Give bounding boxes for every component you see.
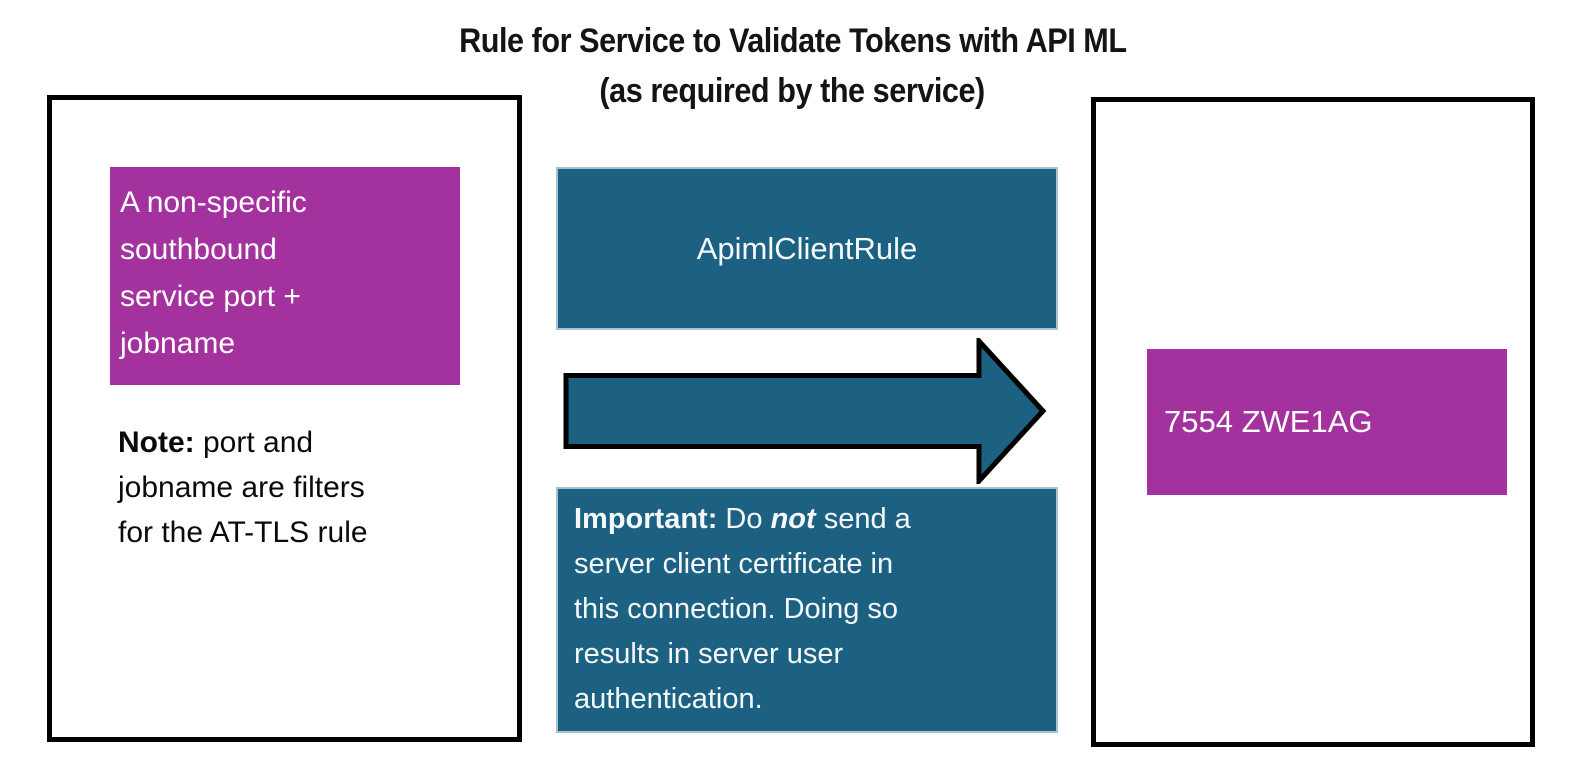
gateway-port-jobname-callout: 7554 ZWE1AG	[1147, 349, 1507, 495]
right-arrow-icon	[563, 338, 1047, 484]
diagram-title: Rule for Service to Validate Tokens with…	[0, 16, 1585, 116]
note-label: Note:	[118, 426, 195, 459]
important-line: this connection. Doing so	[574, 593, 899, 625]
title-line-1: Rule for Service to Validate Tokens with…	[458, 22, 1127, 60]
service-port-jobname-callout: A non-specific southbound service port +…	[110, 167, 460, 385]
note-line: Note: port and	[118, 426, 314, 459]
important-label: Important:	[574, 503, 718, 535]
service-box: A non-specific southbound service port +…	[47, 95, 522, 742]
important-note-box: Important: Do not send a server client c…	[556, 487, 1058, 733]
apiml-client-rule-box: ApimlClientRule	[556, 167, 1058, 330]
right-arrow-shape	[563, 338, 1047, 484]
gateway-port-jobname: 7554 ZWE1AG	[1164, 404, 1373, 439]
important-line: results in server user	[574, 638, 844, 670]
important-line: server client certificate in	[574, 548, 894, 580]
attls-filter-note: Note: port and jobname are filters for t…	[118, 420, 368, 555]
important-emphasis: not	[770, 503, 816, 535]
note-line: for the AT-TLS rule	[118, 516, 368, 549]
rule-name: ApimlClientRule	[696, 230, 918, 266]
apiml-gateway-box: 7554 ZWE1AG	[1091, 97, 1535, 747]
title-line-2: (as required by the service)	[599, 72, 986, 110]
callout-line: service port +	[120, 280, 301, 313]
callout-line: A non-specific	[120, 186, 307, 219]
callout-line: southbound	[120, 233, 277, 266]
important-line: authentication.	[574, 683, 763, 715]
callout-line: jobname	[120, 327, 236, 360]
note-line: jobname are filters	[118, 471, 365, 504]
important-line: Important: Do not send a	[574, 503, 911, 535]
